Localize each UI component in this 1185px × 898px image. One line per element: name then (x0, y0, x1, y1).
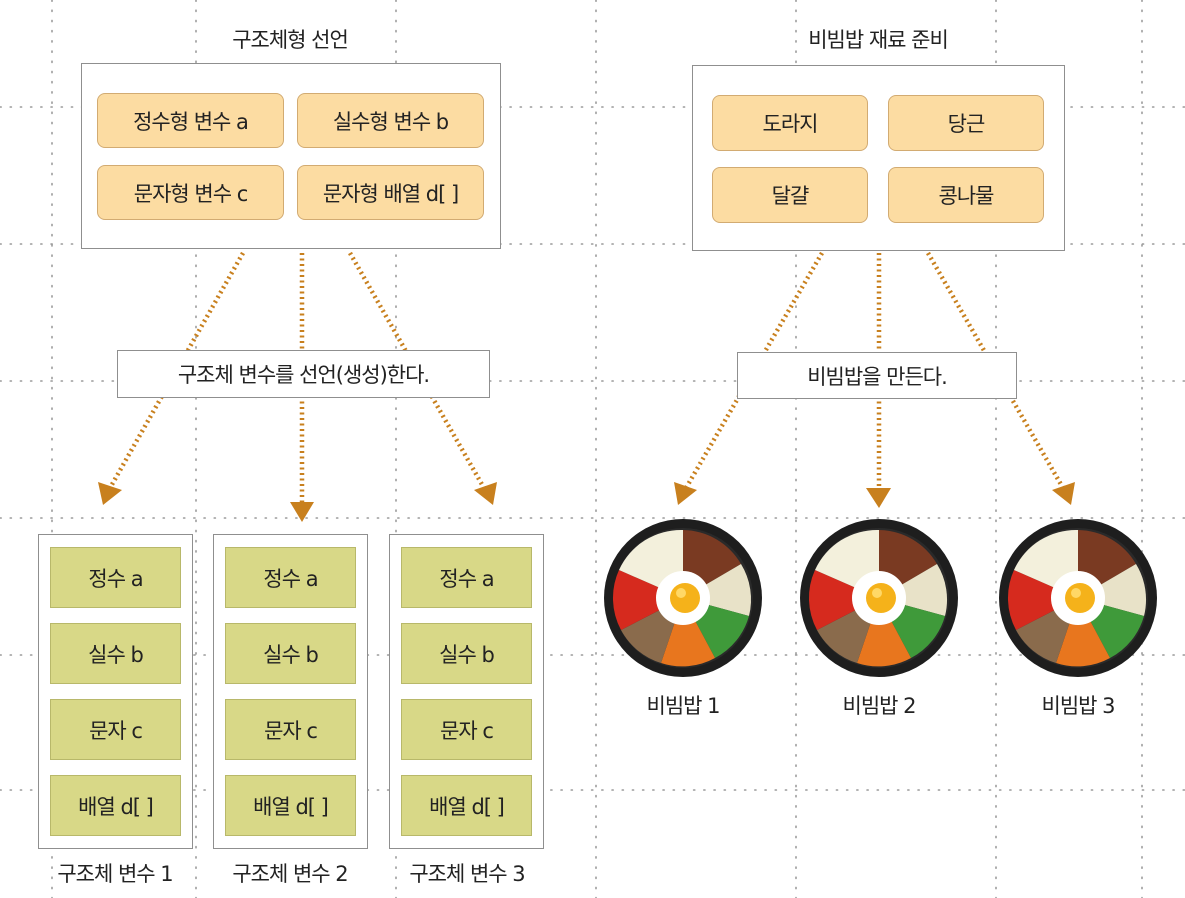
struct-variable-2-label: 구조체 변수 2 (232, 862, 348, 886)
member-float-b: 실수형 변수 b (297, 93, 484, 148)
struct-variable-3-label: 구조체 변수 3 (409, 862, 525, 886)
arrow-to-bibimbap-1 (684, 251, 824, 490)
cell-float-b: 실수 b (50, 623, 181, 684)
ingredient-carrot: 당근 (888, 95, 1044, 151)
member-char-c: 문자형 변수 c (97, 165, 284, 220)
cell-float-b: 실수 b (225, 623, 356, 684)
arrow-to-struct-var-1 (108, 251, 245, 490)
cell-int-a: 정수 a (225, 547, 356, 608)
bibimbap-bowl-icon (999, 519, 1157, 677)
bibimbap-3-label: 비빔밥 3 (1041, 694, 1116, 718)
bibimbap-2-label: 비빔밥 2 (842, 694, 917, 718)
struct-variable-3: 정수 a 실수 b 문자 c 배열 d[ ] (389, 534, 544, 849)
struct-variable-1-label: 구조체 변수 1 (57, 862, 173, 886)
arrowhead-2 (290, 502, 314, 522)
bibimbap-bowl-icon (604, 519, 762, 677)
make-bibimbap-caption: 비빔밥을 만든다. (737, 352, 1017, 399)
arrowhead-6 (1052, 482, 1075, 505)
cell-char-c: 문자 c (401, 699, 532, 760)
cell-array-d: 배열 d[ ] (401, 775, 532, 836)
cell-char-c: 문자 c (50, 699, 181, 760)
arrow-to-struct-var-3 (348, 251, 486, 490)
struct-declaration-box: 정수형 변수 a 실수형 변수 b 문자형 변수 c 문자형 배열 d[ ] (81, 63, 501, 249)
arrowhead-3 (474, 482, 497, 505)
cell-int-a: 정수 a (50, 547, 181, 608)
ingredients-box: 도라지 당근 달걀 콩나물 (692, 65, 1065, 251)
cell-int-a: 정수 a (401, 547, 532, 608)
ingredient-doraji: 도라지 (712, 95, 868, 151)
cell-float-b: 실수 b (401, 623, 532, 684)
member-char-array-d: 문자형 배열 d[ ] (297, 165, 484, 220)
struct-variable-2: 정수 a 실수 b 문자 c 배열 d[ ] (213, 534, 368, 849)
arrowhead-1 (98, 482, 122, 505)
cell-array-d: 배열 d[ ] (50, 775, 181, 836)
bibimbap-ingredients-title: 비빔밥 재료 준비 (808, 28, 949, 52)
ingredient-egg: 달걀 (712, 167, 868, 223)
bibimbap-1-label: 비빔밥 1 (646, 694, 721, 718)
arrow-to-bibimbap-3 (926, 251, 1065, 490)
cell-char-c: 문자 c (225, 699, 356, 760)
member-int-a: 정수형 변수 a (97, 93, 284, 148)
arrowhead-5 (866, 488, 891, 508)
declare-struct-variable-caption: 구조체 변수를 선언(생성)한다. (117, 350, 490, 398)
ingredient-bean-sprouts: 콩나물 (888, 167, 1044, 223)
arrowhead-4 (674, 482, 697, 505)
struct-variable-1: 정수 a 실수 b 문자 c 배열 d[ ] (38, 534, 193, 849)
cell-array-d: 배열 d[ ] (225, 775, 356, 836)
struct-declaration-title: 구조체형 선언 (232, 28, 349, 52)
bibimbap-bowl-icon (800, 519, 958, 677)
